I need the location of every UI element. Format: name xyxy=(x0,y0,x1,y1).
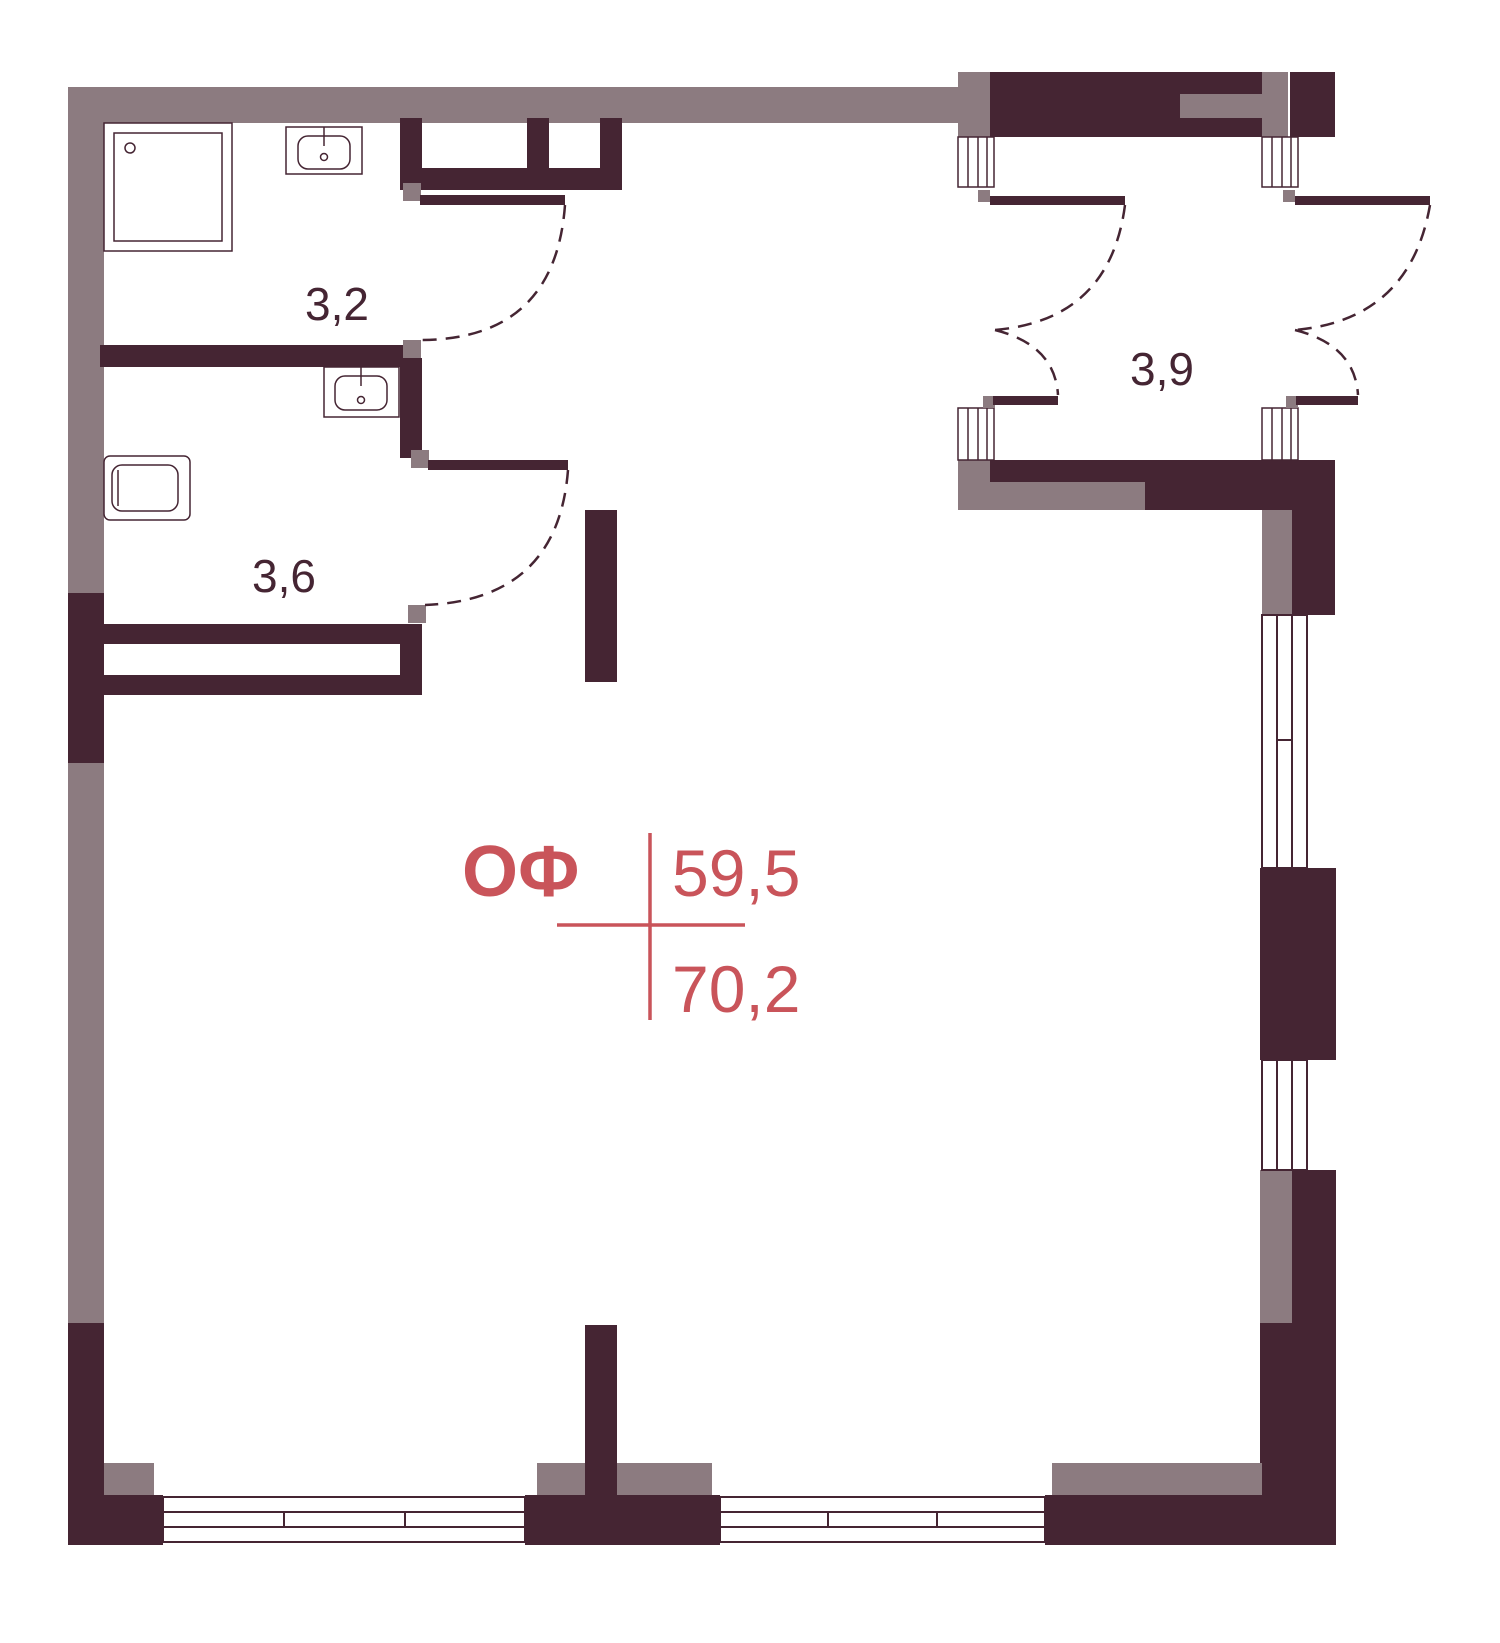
windows xyxy=(162,614,1308,1543)
vestibule-area-label: 3,9 xyxy=(1130,343,1194,395)
living-area-value: 59,5 xyxy=(672,836,800,910)
shower-icon xyxy=(103,122,233,252)
bathroom-area-label: 3,2 xyxy=(305,278,369,330)
sink-icon xyxy=(323,366,400,418)
total-area-value: 70,2 xyxy=(672,952,800,1026)
toilet-icon xyxy=(103,455,191,521)
sink-icon xyxy=(285,126,363,175)
interior-partitions xyxy=(100,118,622,1495)
unit-summary: ОФ 59,5 70,2 xyxy=(462,832,800,1026)
unit-code: ОФ xyxy=(462,832,579,912)
wc-area-label: 3,6 xyxy=(252,550,316,602)
fixtures xyxy=(103,122,400,521)
outer-walls xyxy=(68,72,1336,1545)
door-swings xyxy=(419,204,1432,607)
vestibule-walls xyxy=(957,136,1430,461)
